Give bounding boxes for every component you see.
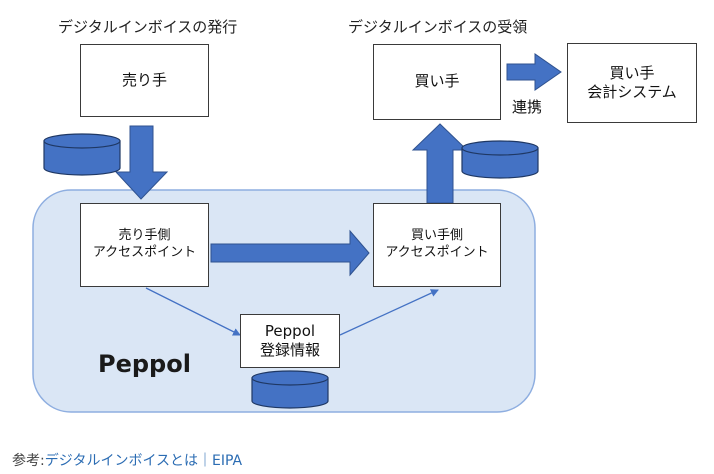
registry-to-buyer-ap-line	[339, 289, 439, 336]
buyer-ap-label-line2: アクセスポイント	[385, 245, 489, 260]
seller-data-cylinder-icon	[43, 133, 121, 176]
buyer-data-cylinder-icon	[461, 140, 539, 179]
seller-access-point-box: 売り手側 アクセスポイント	[80, 203, 209, 287]
peppol-registry-box: Peppol 登録情報	[240, 314, 340, 368]
buyer-access-point-box: 買い手側 アクセスポイント	[373, 203, 501, 287]
integration-label: 連携	[512, 98, 543, 116]
seller-box: 売り手	[80, 44, 209, 117]
seller-ap-label-line1: 売り手側	[118, 228, 171, 244]
registry-data-cylinder-icon	[251, 370, 329, 409]
seller-to-ap-arrow	[114, 125, 169, 200]
issue-caption: デジタルインボイスの発行	[58, 18, 238, 36]
buyer-to-system-arrow	[506, 53, 562, 91]
buyer-label: 買い手	[414, 72, 460, 91]
source-reference: 参考:デジタルインボイスとは｜EIPA	[12, 450, 242, 470]
source-link[interactable]: デジタルインボイスとは｜EIPA	[44, 453, 243, 469]
source-prefix: 参考:	[12, 453, 45, 469]
seller-ap-label-line2: アクセスポイント	[92, 245, 197, 260]
buyer-box: 買い手	[373, 44, 501, 120]
seller-label: 売り手	[121, 70, 167, 89]
buyer-system-label-line2: 会計システム	[587, 83, 677, 101]
ap-to-buyer-arrow	[411, 123, 469, 204]
buyer-accounting-system-box: 買い手 会計システム	[567, 43, 697, 123]
buyer-ap-label-line1: 買い手側	[410, 228, 463, 244]
registry-label-line2: 登録情報	[259, 341, 320, 359]
peppol-network-label: Peppol	[98, 350, 191, 378]
receive-caption: デジタルインボイスの受領	[348, 18, 528, 36]
seller-ap-to-registry-line	[145, 287, 241, 336]
ap-to-ap-arrow	[210, 229, 370, 277]
registry-label-line1: Peppol	[264, 321, 316, 340]
buyer-system-label-line1: 買い手	[609, 63, 655, 82]
